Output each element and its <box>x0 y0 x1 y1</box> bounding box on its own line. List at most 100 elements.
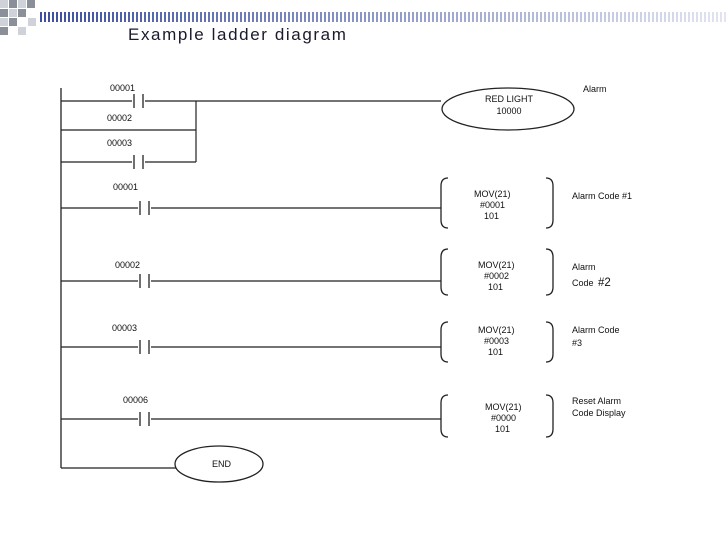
banner-stripe <box>284 12 286 22</box>
banner-stripe <box>508 12 510 22</box>
banner-stripe <box>492 12 494 22</box>
banner-stripe <box>524 12 526 22</box>
banner-stripe <box>676 12 678 22</box>
banner-stripe <box>256 12 258 22</box>
banner-stripe <box>572 12 574 22</box>
banner-stripe <box>424 12 426 22</box>
contact-label: 00003 <box>107 138 132 148</box>
banner-stripe <box>448 12 450 22</box>
banner-square <box>0 27 8 35</box>
banner-stripe <box>364 12 366 22</box>
banner-stripe <box>500 12 502 22</box>
banner-stripe <box>116 12 118 22</box>
banner-stripe <box>684 12 686 22</box>
banner-stripe <box>560 12 562 22</box>
banner-stripe <box>708 12 710 22</box>
banner-stripe <box>212 12 214 22</box>
banner-stripe <box>372 12 374 22</box>
banner-stripe <box>480 12 482 22</box>
rung-comment-line-2: Code Display <box>572 408 626 418</box>
banner-stripe <box>100 12 102 22</box>
banner-stripe <box>188 12 190 22</box>
banner-stripe <box>436 12 438 22</box>
slide-title: Example ladder diagram <box>128 25 348 44</box>
banner-stripe <box>468 12 470 22</box>
contact-00002: 00002 <box>115 260 150 288</box>
banner-stripe <box>44 12 46 22</box>
banner-stripe <box>432 12 434 22</box>
banner-stripe <box>356 12 358 22</box>
banner-stripe <box>464 12 466 22</box>
banner-stripe <box>104 12 106 22</box>
end-label: END <box>212 459 232 469</box>
rung-comment-line-3: #2 <box>598 277 611 289</box>
banner-stripe <box>340 12 342 22</box>
banner-stripe <box>176 12 178 22</box>
banner-stripe <box>668 12 670 22</box>
banner-stripe <box>552 12 554 22</box>
banner-stripe <box>368 12 370 22</box>
banner-stripe <box>664 12 666 22</box>
mov-opcode: MOV(21) <box>478 325 515 335</box>
banner-stripe <box>548 12 550 22</box>
banner-stripe <box>124 12 126 22</box>
rung-2: 00001 MOV(21) #0001 101 Alarm Code #1 <box>61 177 632 229</box>
banner-stripe <box>456 12 458 22</box>
banner-stripe <box>608 12 610 22</box>
banner-stripe <box>652 12 654 22</box>
banner-square <box>28 18 36 26</box>
banner-stripe <box>328 12 330 22</box>
banner-stripe <box>192 12 194 22</box>
contact-00006: 00006 <box>123 395 150 426</box>
banner-stripe <box>264 12 266 22</box>
banner-stripe <box>536 12 538 22</box>
banner-stripe <box>304 12 306 22</box>
banner-stripe <box>568 12 570 22</box>
banner-stripe <box>516 12 518 22</box>
banner-stripe <box>488 12 490 22</box>
banner-stripe <box>336 12 338 22</box>
banner-stripe <box>140 12 142 22</box>
contact-00003: 00003 <box>112 323 150 354</box>
contact-label: 00002 <box>115 260 140 270</box>
rung-comment: Alarm Code #1 <box>572 191 632 201</box>
branch-label-00002: 00002 <box>107 113 132 123</box>
banner-stripe <box>584 12 586 22</box>
banner-stripe <box>228 12 230 22</box>
banner-stripe <box>68 12 70 22</box>
banner-stripe <box>240 12 242 22</box>
banner-stripe <box>520 12 522 22</box>
banner-square <box>9 18 17 26</box>
banner-stripe <box>472 12 474 22</box>
banner-stripe <box>80 12 82 22</box>
banner-stripe <box>640 12 642 22</box>
mov-source: #0001 <box>480 200 505 210</box>
banner-square <box>0 0 8 8</box>
banner-stripe <box>316 12 318 22</box>
banner-stripe <box>88 12 90 22</box>
banner-stripe <box>576 12 578 22</box>
banner-stripe <box>108 12 110 22</box>
banner-stripe <box>692 12 694 22</box>
banner-stripe <box>72 12 74 22</box>
banner-stripe <box>428 12 430 22</box>
banner-stripe <box>484 12 486 22</box>
banner-stripe <box>272 12 274 22</box>
banner-stripe <box>600 12 602 22</box>
mov-instruction: MOV(21) #0000 101 <box>440 394 554 438</box>
banner-square <box>18 27 26 35</box>
banner-stripe <box>412 12 414 22</box>
mov-dest: 101 <box>484 211 499 221</box>
banner-stripe <box>128 12 130 22</box>
rung-3: 00002 MOV(21) #0002 101 Alarm Code #2 <box>61 248 611 296</box>
banner-stripe <box>348 12 350 22</box>
mov-instruction: MOV(21) #0001 101 <box>440 177 554 229</box>
rung-comment-line-2: Code <box>572 278 594 288</box>
coil-red-light: RED LIGHT 10000 <box>441 87 575 131</box>
rung-comment-line-1: Alarm <box>572 262 596 272</box>
mov-dest: 101 <box>488 282 503 292</box>
banner-stripe <box>40 12 42 22</box>
banner-stripe <box>52 12 54 22</box>
banner-stripe <box>148 12 150 22</box>
